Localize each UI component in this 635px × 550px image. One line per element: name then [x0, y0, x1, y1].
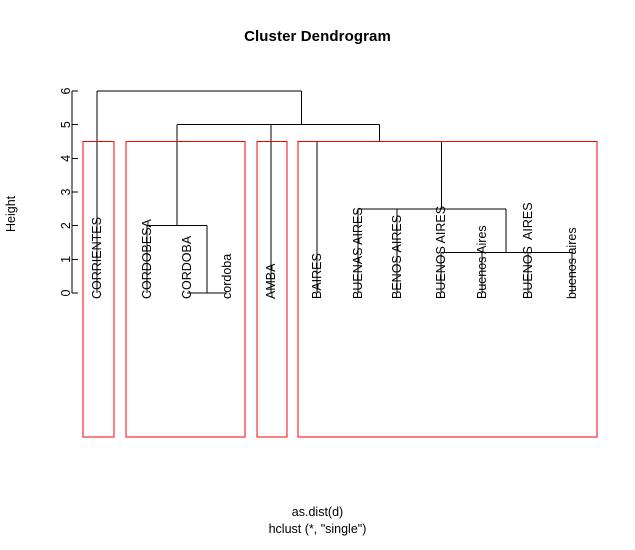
- y-axis-tick-label: 5: [59, 121, 73, 128]
- cluster-rectangle: [125, 141, 246, 438]
- leaf-label: CORRIENTES: [90, 217, 104, 299]
- leaf-label: cordoba: [220, 254, 234, 299]
- y-axis-tick-label: 6: [59, 87, 73, 94]
- y-axis-tick-label: 3: [59, 188, 73, 195]
- y-axis-tick-label: 4: [59, 155, 73, 162]
- cluster-rectangle: [297, 141, 598, 438]
- cluster-rectangle: [256, 141, 288, 438]
- page-title: Cluster Dendrogram: [244, 28, 391, 45]
- leaf-label: BAIRES: [310, 253, 324, 299]
- leaf-label: CORDOBESA: [140, 218, 154, 299]
- leaf-label: BUENOS AIRES: [521, 202, 535, 299]
- leaf-label: BENOS AIRES: [390, 215, 404, 299]
- cluster-rectangle: [82, 141, 115, 438]
- y-axis-tick-label: 1: [59, 256, 73, 263]
- leaf-label: BUENAS AIRES: [351, 207, 365, 299]
- leaf-label: buenos aires: [565, 227, 579, 299]
- y-axis-tick-label: 2: [59, 222, 73, 229]
- y-axis-tick-label: 0: [59, 289, 73, 296]
- x-axis-label-primary: as.dist(d): [291, 505, 344, 519]
- leaf-label: CORDOBA: [180, 235, 194, 299]
- leaf-label: BUENOS AIRES: [434, 206, 448, 299]
- leaf-label: AMBA: [264, 263, 278, 299]
- leaf-label: Buenos Aires: [475, 225, 489, 299]
- x-axis-label-secondary: hclust (*, "single"): [268, 522, 367, 536]
